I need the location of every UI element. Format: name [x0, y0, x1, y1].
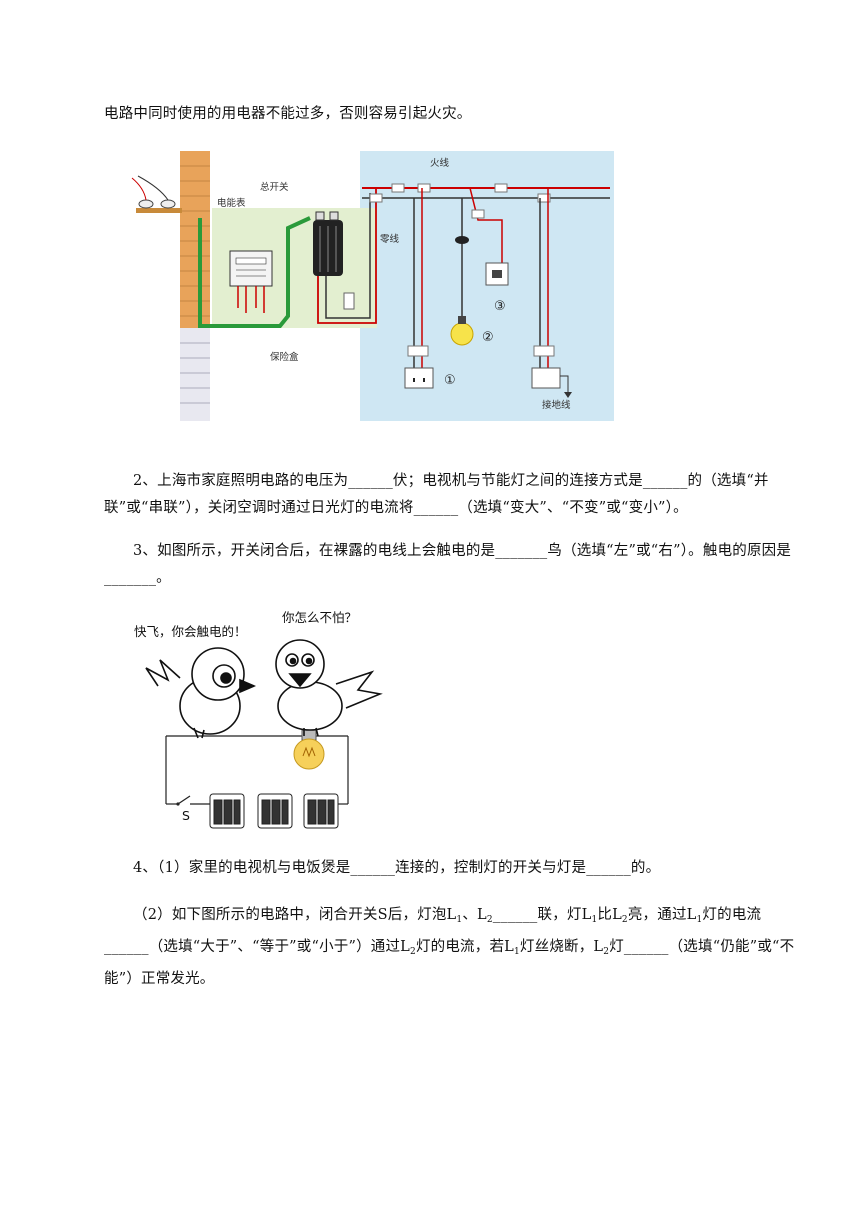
circuit-panel-background: [360, 151, 614, 421]
question-4-part-2: （2）如下图所示的电路中，闭合开关S后，灯泡L1、L2______联，灯L1比L…: [104, 907, 795, 987]
label-main-switch: 总开关: [260, 181, 289, 193]
branch-socket-1: [404, 188, 434, 389]
label-meter: 电能表: [217, 197, 246, 209]
birds-circuit-figure: 快飞，你会触电的！ 你怎么不怕？ S: [134, 610, 383, 829]
light-bulb: [293, 729, 325, 770]
left-bird: [145, 647, 257, 739]
marker-3: ③: [494, 299, 506, 314]
switch-s: S: [176, 795, 191, 823]
label-fuse-box: 保险盒: [270, 351, 299, 363]
question-3: 3、如图所示，开关闭合后，在裸露的电线上会触电的是_______鸟（选填“左”或…: [104, 543, 792, 586]
battery-pack: [209, 793, 339, 829]
branch-socket-3: [531, 188, 572, 398]
question-4-part-1: 4、（1）家里的电视机与电饭煲是______连接的，控制灯的开关与灯是_____…: [133, 860, 661, 876]
brick-wall: [180, 151, 210, 421]
question-2: 2、上海市家庭照明电路的电压为______伏；电视机与节能灯之间的连接方式是__…: [104, 473, 769, 516]
right-bird: [275, 639, 383, 737]
intro-line: 电路中同时使用的用电器不能过多，否则容易引起火灾。: [104, 106, 472, 122]
supply-lines: [362, 183, 610, 203]
main-switch: [313, 211, 343, 276]
label-ground: 接地线: [542, 399, 571, 411]
label-live-wire: 火线: [430, 157, 450, 169]
green-wire: [198, 216, 311, 328]
marker-1: ①: [444, 373, 456, 388]
wall-switch-3: [485, 262, 509, 286]
switch-label: S: [182, 808, 190, 823]
electric-meter: [229, 250, 273, 313]
label-neutral-wire: 零线: [380, 233, 400, 245]
speech-left: 快飞，你会触电的！: [134, 624, 247, 639]
speech-right: 你怎么不怕？: [282, 610, 357, 625]
pole-insulators: [131, 175, 182, 213]
household-circuit-figure: 总开关 电能表 保险盒 火线 零线 接地线 ① ② ③: [131, 151, 614, 421]
marker-2: ②: [482, 330, 494, 345]
branch-lamp-2: [450, 187, 503, 346]
